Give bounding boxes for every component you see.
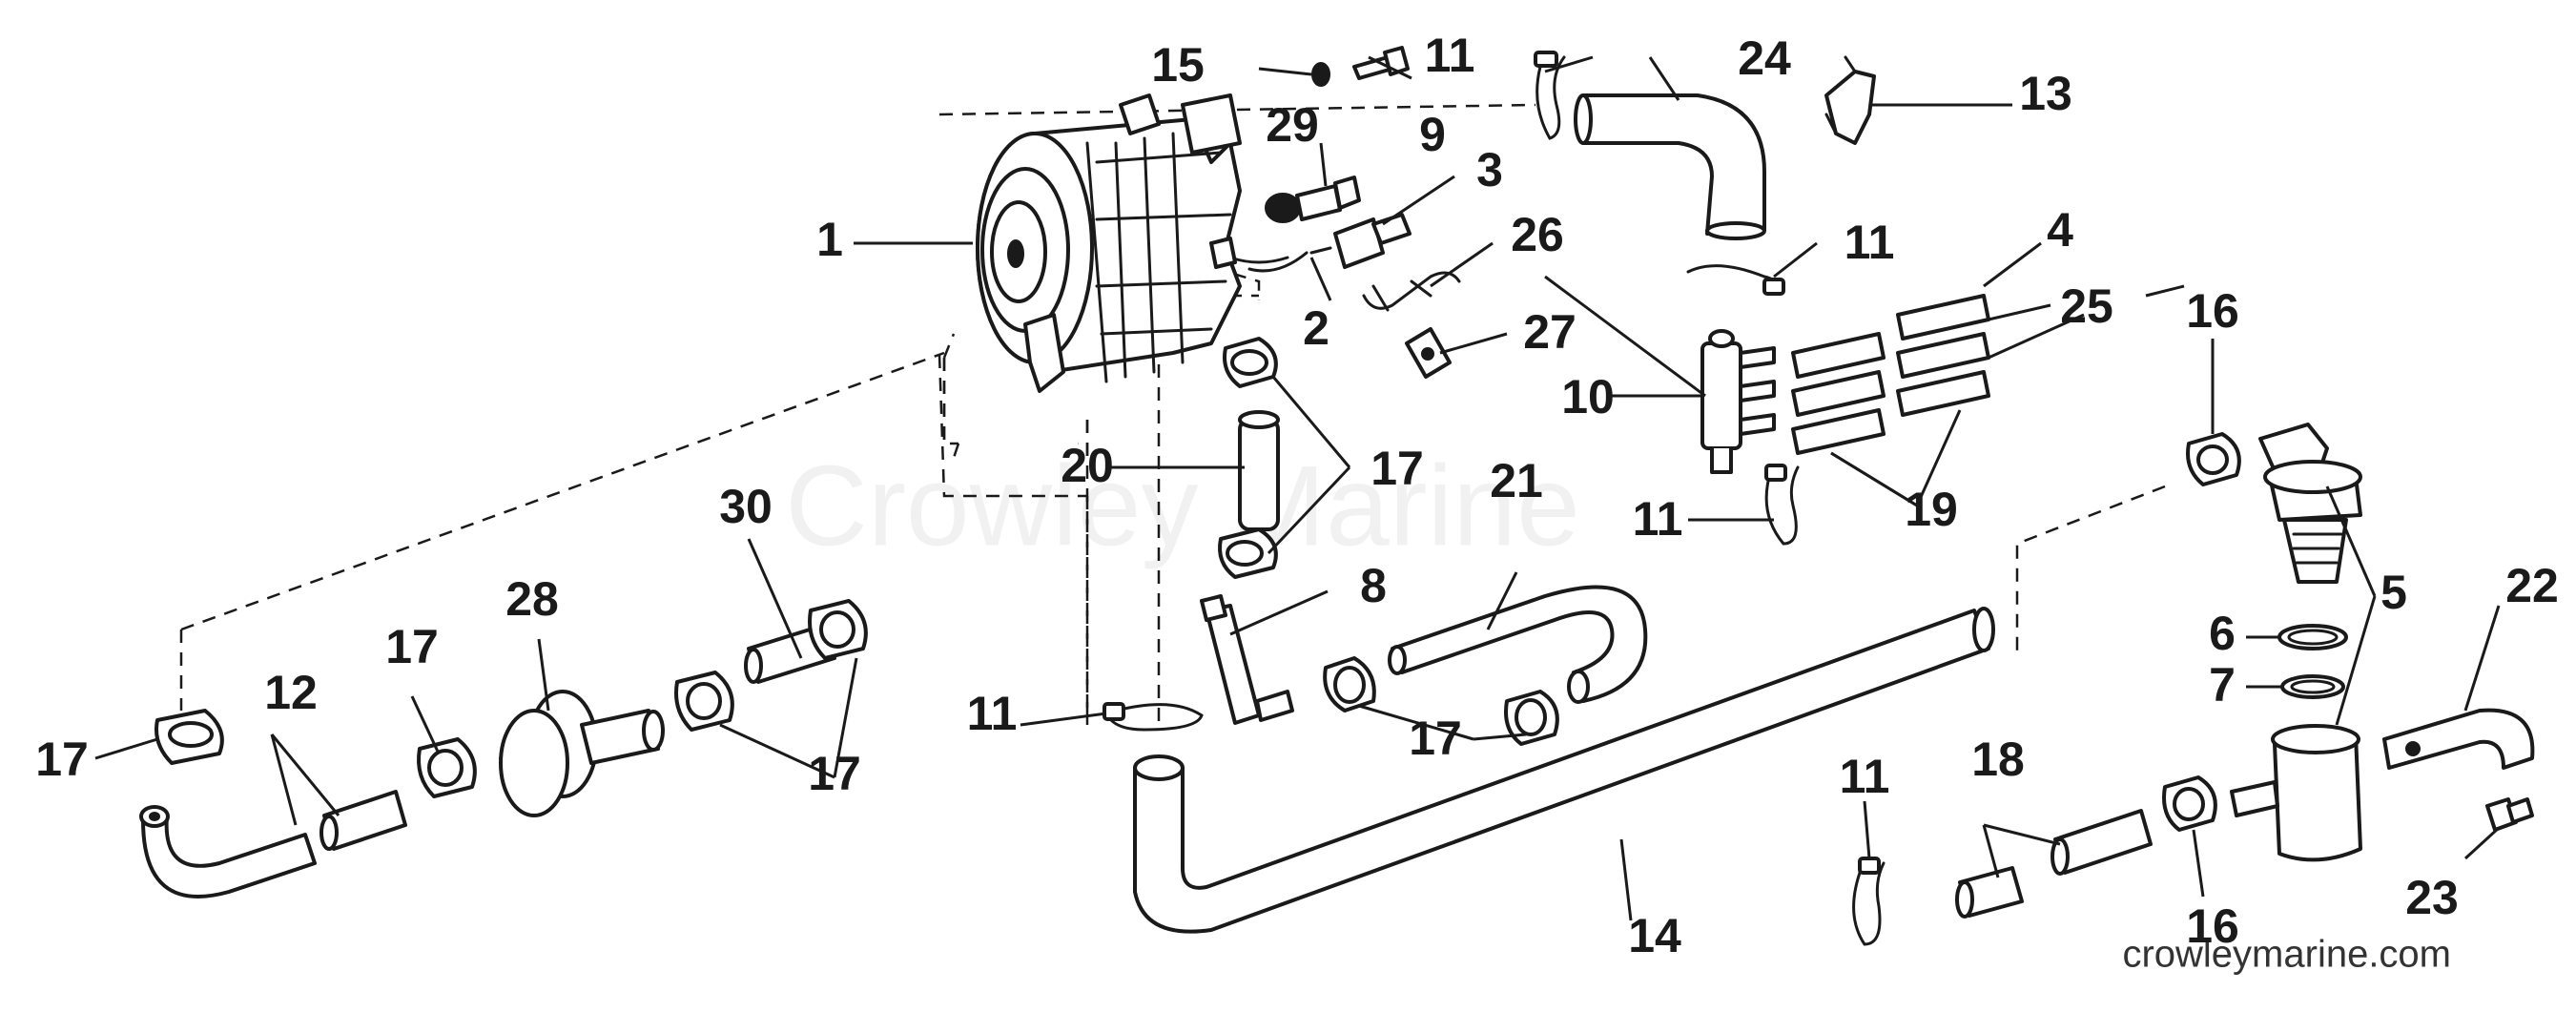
hose-clamp-16-top xyxy=(2186,432,2241,486)
fuel-hose-20 xyxy=(1238,410,1280,531)
hose-clamp-17-left xyxy=(417,737,477,798)
callout-11-lower: 11 xyxy=(1633,492,1683,546)
tie-strap-11-mid xyxy=(1686,264,1785,296)
hoses-12 xyxy=(139,790,407,898)
callout-19: 19 xyxy=(1905,483,1958,536)
hose-2 xyxy=(1247,251,1309,273)
check-valve-28 xyxy=(499,690,665,817)
washer-15 xyxy=(1311,62,1330,87)
clip-26 xyxy=(1362,271,1461,312)
clip-13 xyxy=(1824,55,1876,145)
fitting-8 xyxy=(1200,594,1294,725)
valve-3 xyxy=(1309,213,1412,269)
callout-10: 10 xyxy=(1561,370,1615,423)
fitting-29 xyxy=(1265,176,1361,223)
hose-clamp-17-pair-b xyxy=(808,599,868,660)
o-ring-6 xyxy=(2277,624,2348,651)
callout-7: 7 xyxy=(2209,658,2236,712)
long-fuel-hose-14 xyxy=(1133,607,1995,934)
tie-strap-11-left xyxy=(1103,702,1204,732)
callout-4: 4 xyxy=(2047,203,2073,257)
hoses-18 xyxy=(1955,809,2153,919)
callout-6: 6 xyxy=(2209,607,2236,660)
callout-15: 15 xyxy=(1151,38,1205,92)
filter-bowl xyxy=(2230,724,2362,862)
callout-27: 27 xyxy=(1523,305,1577,359)
callout-13: 13 xyxy=(2019,67,2072,120)
hose-clamp-16-bottom xyxy=(2162,775,2217,832)
tie-strap-11-bottom xyxy=(1852,857,1886,946)
tie-strap-11-top xyxy=(1534,51,1566,140)
fuel-filter-5 xyxy=(2258,423,2362,584)
callout-14: 14 xyxy=(1628,909,1681,962)
o-ring-7 xyxy=(2280,674,2345,699)
callout-11-mid: 11 xyxy=(1844,216,1895,269)
callout-16-bottom: 16 xyxy=(2186,899,2239,953)
hose-elbow-24 xyxy=(1574,93,1766,240)
site-url: crowleymarine.com xyxy=(2122,934,2451,976)
callout-17-pair: 17 xyxy=(808,747,861,800)
callout-16-top: 16 xyxy=(2186,284,2239,338)
callout-17-upper: 17 xyxy=(1370,442,1424,495)
callout-25: 25 xyxy=(2060,279,2113,333)
clamp-27 xyxy=(1405,327,1452,379)
hose-clamp-17-far-left xyxy=(155,709,224,765)
callout-17-left: 17 xyxy=(385,620,439,673)
callout-2: 2 xyxy=(1303,301,1329,355)
callout-labels: 1 2 3 4 5 6 7 8 9 10 11 11 11 11 11 12 1… xyxy=(35,29,2559,962)
bolt-23 xyxy=(2485,797,2534,832)
callout-17-mid: 17 xyxy=(1409,712,1462,765)
callout-1: 1 xyxy=(816,213,843,266)
callout-18: 18 xyxy=(1971,733,2025,786)
callout-28: 28 xyxy=(505,572,559,626)
bracket-22 xyxy=(2382,708,2535,770)
callout-11-top: 11 xyxy=(1425,29,1475,82)
callout-11-bottom: 11 xyxy=(1840,750,1890,803)
callout-24: 24 xyxy=(1738,31,1791,85)
callout-3: 3 xyxy=(1476,143,1503,196)
hose-clamp-17-mid-left xyxy=(1323,656,1376,713)
callout-23: 23 xyxy=(2405,871,2459,924)
callout-26: 26 xyxy=(1511,208,1564,261)
hose-clamp-17-lower xyxy=(1218,527,1278,579)
callout-12: 12 xyxy=(264,666,318,719)
hose-clamp-17-mid-right xyxy=(1504,690,1559,746)
callout-30: 30 xyxy=(719,480,773,533)
hose-clamp-17-pair-a xyxy=(674,671,734,732)
fuel-manifold-10 xyxy=(1700,329,1776,474)
hose-clamp-17-upper xyxy=(1223,337,1278,388)
callout-8: 8 xyxy=(1360,559,1387,612)
short-hoses-4-25-19 xyxy=(1791,294,1990,455)
callout-22: 22 xyxy=(2505,559,2559,612)
callout-20: 20 xyxy=(1061,439,1114,492)
watermark-text: Crowley Marine xyxy=(785,443,1580,570)
leader-lines xyxy=(94,55,2501,921)
callout-11-left: 11 xyxy=(967,687,1018,740)
callout-29: 29 xyxy=(1266,98,1319,152)
fuel-pump-assembly xyxy=(976,93,1289,393)
tie-strap-11-lower xyxy=(1764,464,1800,546)
callout-17-far-left: 17 xyxy=(35,733,89,786)
dashed-routing-lines xyxy=(179,103,2166,725)
callout-5: 5 xyxy=(2380,566,2407,619)
hose-21 xyxy=(1388,585,1648,704)
callout-21: 21 xyxy=(1490,454,1543,507)
callout-9: 9 xyxy=(1419,108,1446,161)
